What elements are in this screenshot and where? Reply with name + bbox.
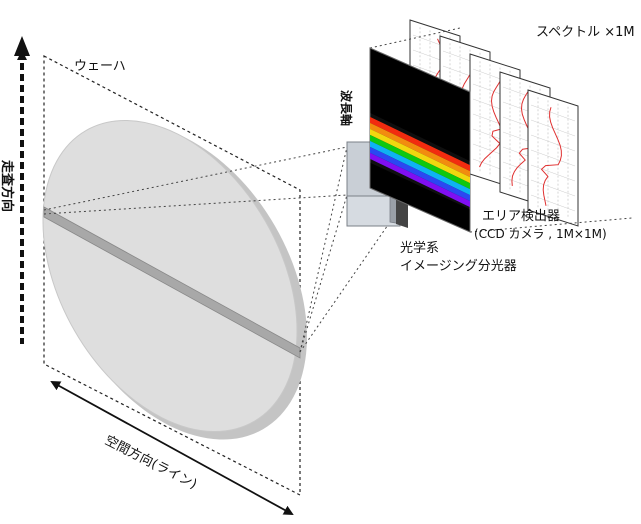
wafer-frame — [43, 55, 301, 496]
spectral-glow — [370, 108, 470, 214]
spatial-direction-arrow — [50, 381, 294, 515]
optics-label: 光学系 — [400, 240, 439, 256]
spectral-band — [370, 118, 470, 182]
light-path-lines — [43, 27, 633, 353]
wavelength-axis-label: 波長軸 — [339, 90, 354, 126]
spectrum-curve — [479, 74, 504, 168]
area-detector-spec: (CCD カメラ , 1M×1M) — [474, 227, 607, 241]
area-detector-label: エリア検出器 — [482, 209, 560, 224]
spectral-band — [370, 130, 470, 194]
spectrum-label: スペクトル ×1M — [536, 25, 635, 40]
imaging-spectrograph-label: イメージング分光器 — [400, 259, 517, 274]
spatial-direction-label: 空間方向(ライン) — [102, 432, 199, 492]
spectrum-card — [527, 89, 579, 227]
wafer-label: ウェーハ — [74, 59, 126, 74]
spectral-band — [370, 142, 470, 206]
spectral-band — [370, 136, 470, 200]
spectral-band — [370, 124, 470, 188]
area-detector — [369, 47, 471, 233]
spectrum-curve — [540, 107, 562, 206]
wafer-disk — [42, 119, 307, 440]
spectral-band — [370, 112, 470, 176]
scan-direction-label: 走査方向 — [0, 160, 15, 212]
spectral-band — [370, 148, 470, 212]
